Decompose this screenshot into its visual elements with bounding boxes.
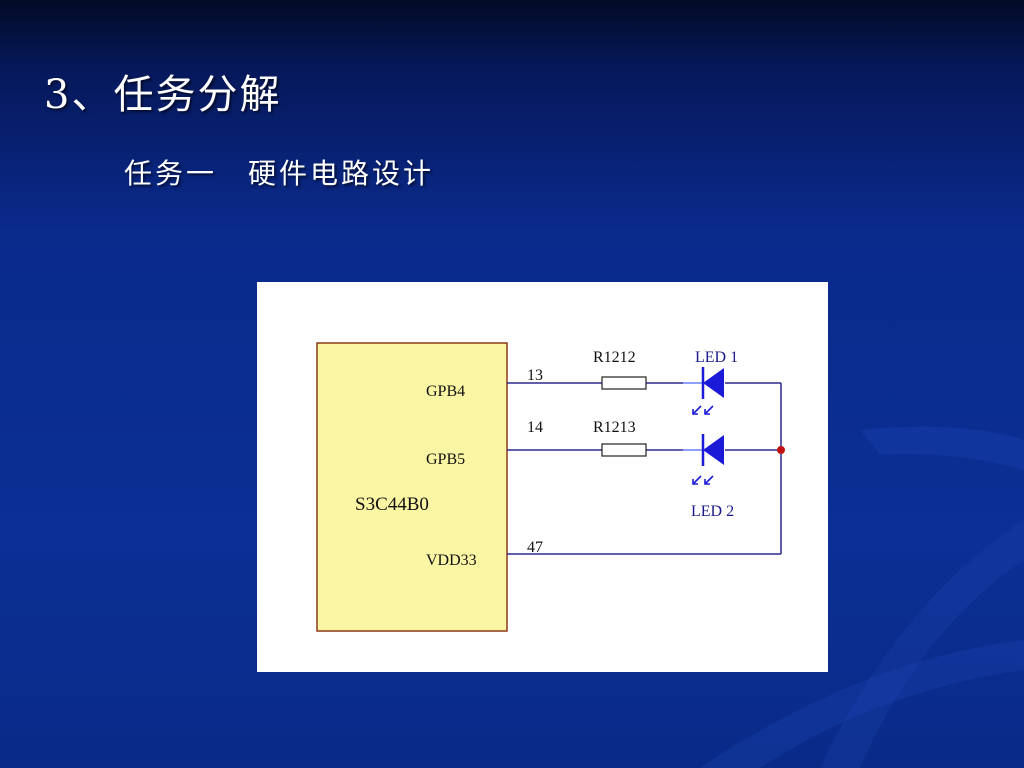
circuit-schematic: S3C44B0 GPB4 GPB5 VDD33 13 14 47 R1212 R… [316, 342, 785, 632]
led2-symbol [683, 434, 724, 485]
pin-number-13: 13 [527, 367, 543, 384]
pin-number-47: 47 [527, 539, 543, 556]
junction-dot [777, 446, 785, 454]
pin-label-gpb4: GPB4 [426, 383, 465, 400]
chip-name: S3C44B0 [355, 494, 429, 515]
resistor-label-r1212: R1212 [593, 349, 636, 366]
slide-subtitle: 任务一 硬件电路设计 [124, 157, 435, 190]
resistor-r1212 [601, 376, 647, 390]
resistor-r1213 [601, 443, 647, 457]
pin-number-14: 14 [527, 419, 543, 436]
chip-body [316, 342, 508, 632]
resistor-label-r1213: R1213 [593, 419, 636, 436]
led1-symbol [683, 367, 724, 415]
circuit-diagram: S3C44B0 GPB4 GPB5 VDD33 13 14 47 R1212 R… [257, 282, 828, 672]
slide-title: 3、任务分解 [44, 72, 282, 118]
led-label-led2: LED 2 [691, 503, 734, 520]
led-label-led1: LED 1 [695, 349, 738, 366]
pin-label-gpb5: GPB5 [426, 451, 465, 468]
pin-label-vdd33: VDD33 [426, 552, 477, 569]
